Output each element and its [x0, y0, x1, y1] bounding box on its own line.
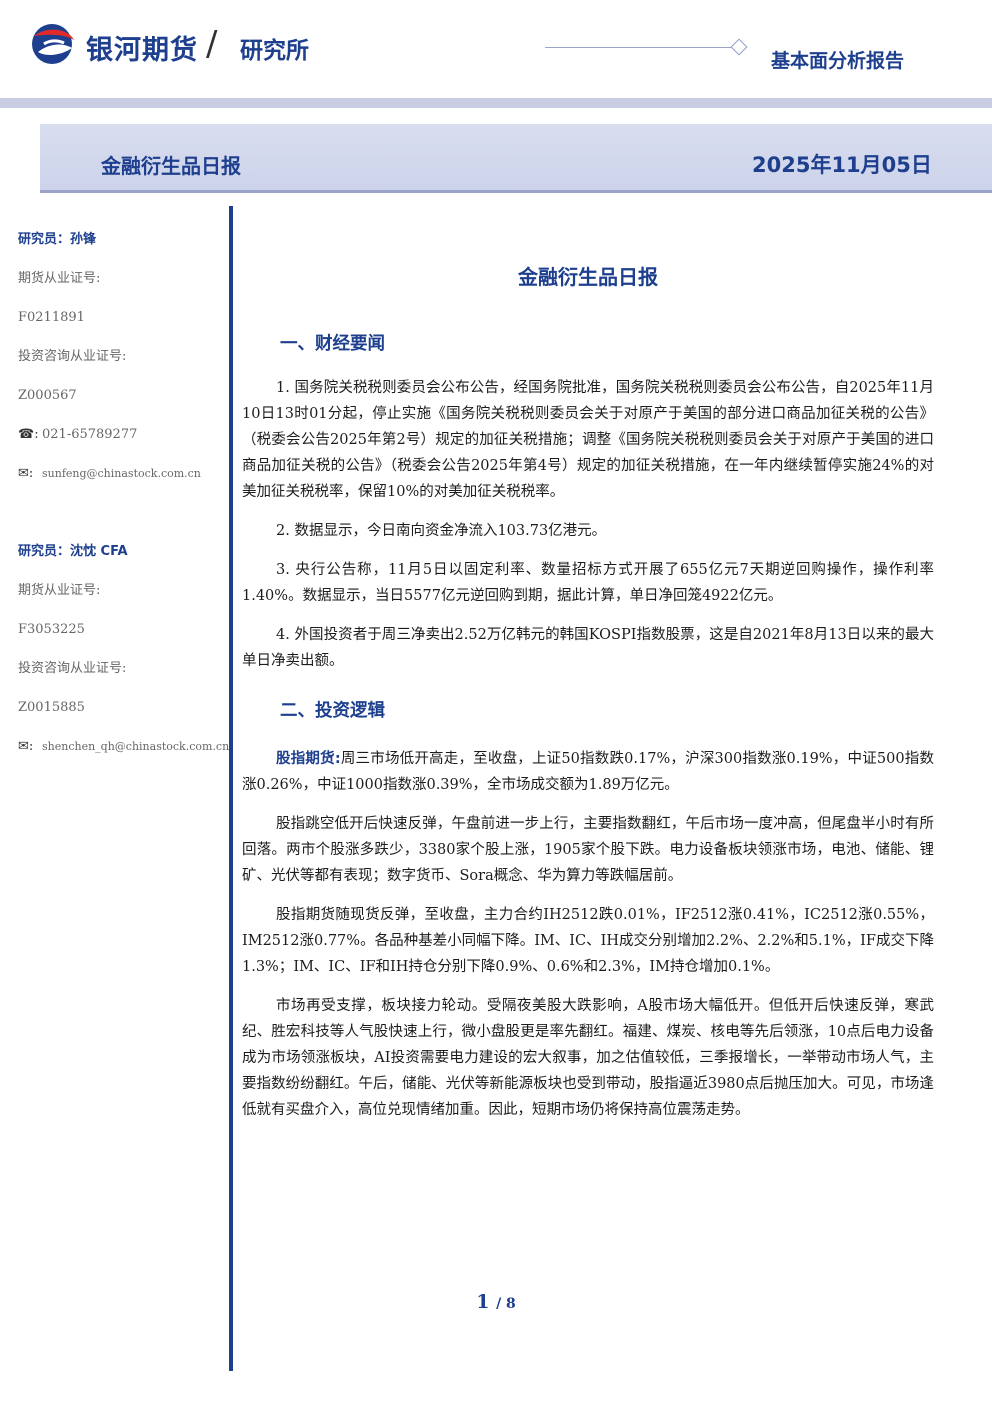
galaxy-logo-icon — [32, 24, 74, 64]
phone-number: 021-65789277 — [42, 427, 138, 442]
diamond-icon — [730, 38, 748, 56]
email-row: ✉: sunfeng@chinastock.com.cn — [18, 466, 224, 505]
email-link[interactable]: sunfeng@chinastock.com.cn — [42, 467, 201, 480]
section-heading-news: 一、财经要闻 — [280, 334, 385, 354]
news-item: 3. 央行公告称，11月5日以固定利率、数量招标方式开展了655亿元7天期逆回购… — [242, 562, 934, 604]
analysis-paragraph: 股指跳空低开后快速反弹，午盘前进一步上行，主要指数翻红，午后市场一度冲高，但尾盘… — [242, 816, 934, 884]
section-heading-logic: 二、投资逻辑 — [280, 701, 385, 721]
analysis-paragraph: 市场再受支撑，板块接力轮动。受隔夜美股大跌影响，A股市场大幅低开。但低开后快速反… — [242, 998, 934, 1118]
futures-license-label: 期货从业证号: — [18, 583, 101, 598]
news-item: 1. 国务院关税税则委员会公布公告，经国务院批准，国务院关税税则委员会公布公告，… — [242, 380, 934, 500]
phone-row: ☎:021-65789277 — [18, 427, 224, 466]
mail-icon: ✉: — [18, 739, 34, 754]
page-number: 1 / 8 — [0, 1291, 992, 1313]
analyst-sidebar: 研究员：孙锋 期货从业证号: F0211891 投资咨询从业证号: Z00056… — [18, 232, 229, 778]
consult-license-label: 投资咨询从业证号: — [18, 349, 127, 364]
current-page: 1 — [476, 1291, 490, 1313]
index-futures-label: 股指期货: — [276, 751, 341, 767]
header-band — [0, 98, 992, 108]
report-date: 2025年11月05日 — [752, 153, 932, 177]
consult-license-number: Z000567 — [18, 388, 77, 403]
report-type: 基本面分析报告 — [771, 50, 905, 72]
futures-license-number: F0211891 — [18, 310, 85, 325]
index-futures-text: 周三市场低开高走，至收盘，上证50指数跌0.17%，沪深300指数涨0.19%，… — [242, 751, 934, 793]
vertical-divider — [229, 206, 233, 1371]
index-futures-summary: 股指期货:周三市场低开高走，至收盘，上证50指数跌0.17%，沪深300指数涨0… — [242, 746, 934, 798]
phone-icon: ☎: — [18, 427, 39, 442]
mail-icon: ✉: — [18, 466, 34, 481]
news-item: 4. 外国投资者于周三净卖出2.52万亿韩元的韩国KOSPI指数股票，这是自20… — [242, 627, 934, 669]
total-pages: / 8 — [496, 1296, 516, 1312]
brand-separator: / — [206, 24, 218, 64]
news-item: 2. 数据显示，今日南向资金净流入103.73亿港元。 — [276, 523, 607, 539]
report-header: 银河期货 / 研究所 基本面分析报告 — [0, 0, 992, 98]
document-title: 金融衍生品日报 — [518, 265, 658, 289]
analyst-name: 研究员：孙锋 — [18, 232, 97, 247]
banner-title: 金融衍生品日报 — [101, 154, 241, 178]
department-name: 研究所 — [240, 38, 309, 64]
title-banner — [40, 124, 992, 192]
header-rule — [545, 47, 731, 48]
email-link[interactable]: shenchen_qh@chinastock.com.cn — [42, 740, 230, 753]
analyst-name: 研究员：沈忱 CFA — [18, 544, 128, 559]
consult-license-label: 投资咨询从业证号: — [18, 661, 127, 676]
futures-license-label: 期货从业证号: — [18, 271, 101, 286]
consult-license-number: Z0015885 — [18, 700, 85, 715]
email-row: ✉: shenchen_qh@chinastock.com.cn — [18, 739, 229, 778]
futures-license-number: F3053225 — [18, 622, 85, 637]
banner-underline — [40, 190, 992, 193]
brand-name: 银河期货 — [86, 35, 198, 66]
analysis-paragraph: 股指期货随现货反弹，至收盘，主力合约IH2512跌0.01%，IF2512涨0.… — [242, 907, 934, 975]
report-body: 金融衍生品日报 一、财经要闻 1. 国务院关税税则委员会公布公告，经国务院批准，… — [242, 262, 934, 1123]
